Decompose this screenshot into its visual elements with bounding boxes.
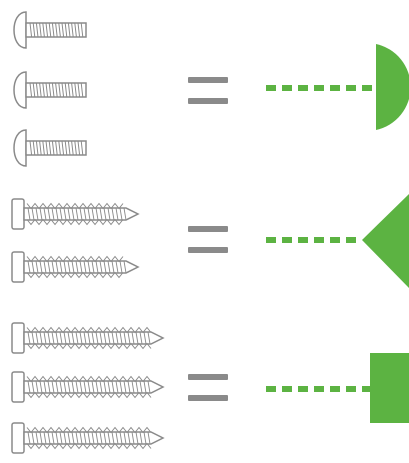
pan-head-screw [11, 371, 165, 403]
round-head-screw [13, 11, 87, 49]
half-circle-symbol [376, 44, 409, 130]
triangle-symbol [362, 194, 409, 288]
pan-head-screw [11, 422, 165, 454]
pan-head-screw [11, 251, 140, 283]
round-head-screw [13, 71, 87, 109]
square-symbol [370, 353, 409, 423]
legend-row-triangle [11, 194, 409, 288]
pan-head-screw [11, 198, 140, 230]
pan-head-screw [11, 322, 165, 354]
equals-sign [188, 77, 228, 104]
round-head-screws [13, 11, 87, 167]
equals-sign [188, 226, 228, 253]
short-tapping-screws [11, 198, 140, 283]
legend-row-half-circle [13, 11, 409, 167]
legend-row-square [11, 322, 409, 454]
equals-sign [188, 374, 228, 401]
long-tapping-screws [11, 322, 165, 454]
round-head-screw [13, 129, 87, 167]
